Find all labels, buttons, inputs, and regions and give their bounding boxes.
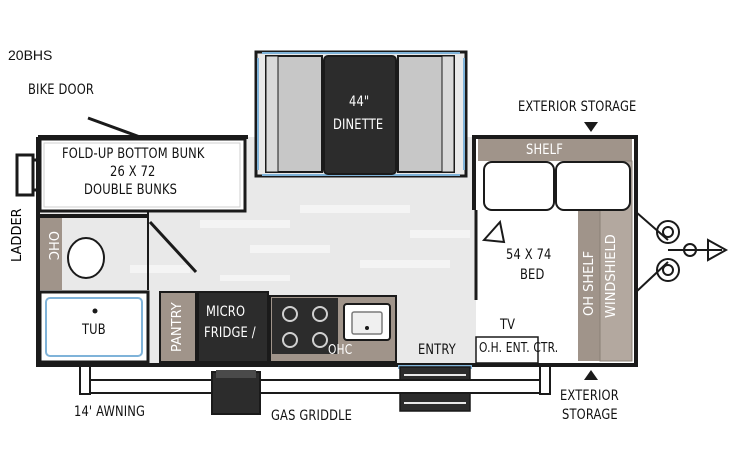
bunk-door-line [148, 220, 198, 274]
bunk-mattress [43, 142, 241, 208]
sink-basin [351, 311, 383, 335]
bed-corner [481, 219, 506, 244]
bike-door-label: BIKE DOOR [28, 82, 95, 98]
awning [79, 379, 551, 394]
outer-walls [36, 135, 638, 367]
ladder-label: LADDER [10, 208, 25, 262]
ohc-bath-label: OHC [45, 231, 60, 261]
stove [272, 298, 338, 354]
pantry-box [159, 291, 197, 363]
dinette-table [323, 55, 397, 175]
sink-drain [365, 326, 369, 330]
fridge-label: FRIDGE / [204, 325, 256, 341]
tub-drain [92, 308, 98, 314]
bathroom-wall [40, 214, 148, 218]
bathroom-ohc [40, 216, 62, 290]
ohc-kitchen-label: OHC [328, 343, 353, 358]
bike-door-line [87, 116, 141, 139]
awning-end-left [79, 365, 91, 395]
micro-label: MICRO [206, 304, 246, 320]
bunk-label-line3: DOUBLE BUNKS [84, 182, 178, 198]
windshield-label: WINDSHIELD [604, 234, 619, 318]
exterior-storage-bottom-label-1: EXTERIOR [560, 388, 619, 404]
ladder [15, 153, 40, 197]
entry-label: ENTRY [418, 342, 456, 358]
shelf-top-label: SHELF [526, 142, 564, 158]
gas-griddle-label: GAS GRIDDLE [271, 408, 353, 424]
exterior-storage-arrow-bottom [584, 370, 598, 380]
dinette-bench-left-back [265, 55, 279, 173]
exterior-storage-bottom-label-2: STORAGE [562, 407, 618, 423]
tub-label: TUB [82, 322, 106, 338]
tv-cabinet [475, 336, 539, 364]
oh-shelf-label: OH SHELF [582, 250, 597, 316]
dinette-label: DINETTE [333, 117, 384, 133]
tv-label: TV [500, 317, 516, 333]
hitch [635, 211, 729, 293]
bed-size-label: 54 X 74 [506, 247, 552, 263]
pillow-left [483, 161, 555, 211]
exterior-storage-top-label: EXTERIOR STORAGE [518, 99, 637, 115]
dinette-size-label: 44" [349, 94, 370, 110]
bunk-label-line2: 26 X 72 [110, 164, 156, 180]
pantry-label: PANTRY [170, 302, 185, 352]
awning-end-right [539, 365, 551, 395]
tub-inner [45, 297, 143, 357]
pillow-right [555, 161, 631, 211]
model-label: 20BHS [8, 47, 53, 63]
dinette-bench-right-back [441, 55, 455, 173]
bed-label: BED [520, 267, 545, 283]
oh-ent-ctr-label: O.H. ENT. CTR. [479, 341, 559, 356]
toilet [67, 237, 105, 279]
bunk-label-line1: FOLD-UP BOTTOM BUNK [62, 146, 205, 162]
shelf-top-strip [478, 139, 632, 161]
gas-griddle-top [216, 370, 256, 378]
awning-label: 14' AWNING [74, 404, 146, 420]
micro-fridge-box [197, 291, 269, 363]
exterior-storage-arrow-top [584, 122, 598, 132]
gas-griddle [211, 371, 261, 415]
burners [282, 306, 328, 348]
